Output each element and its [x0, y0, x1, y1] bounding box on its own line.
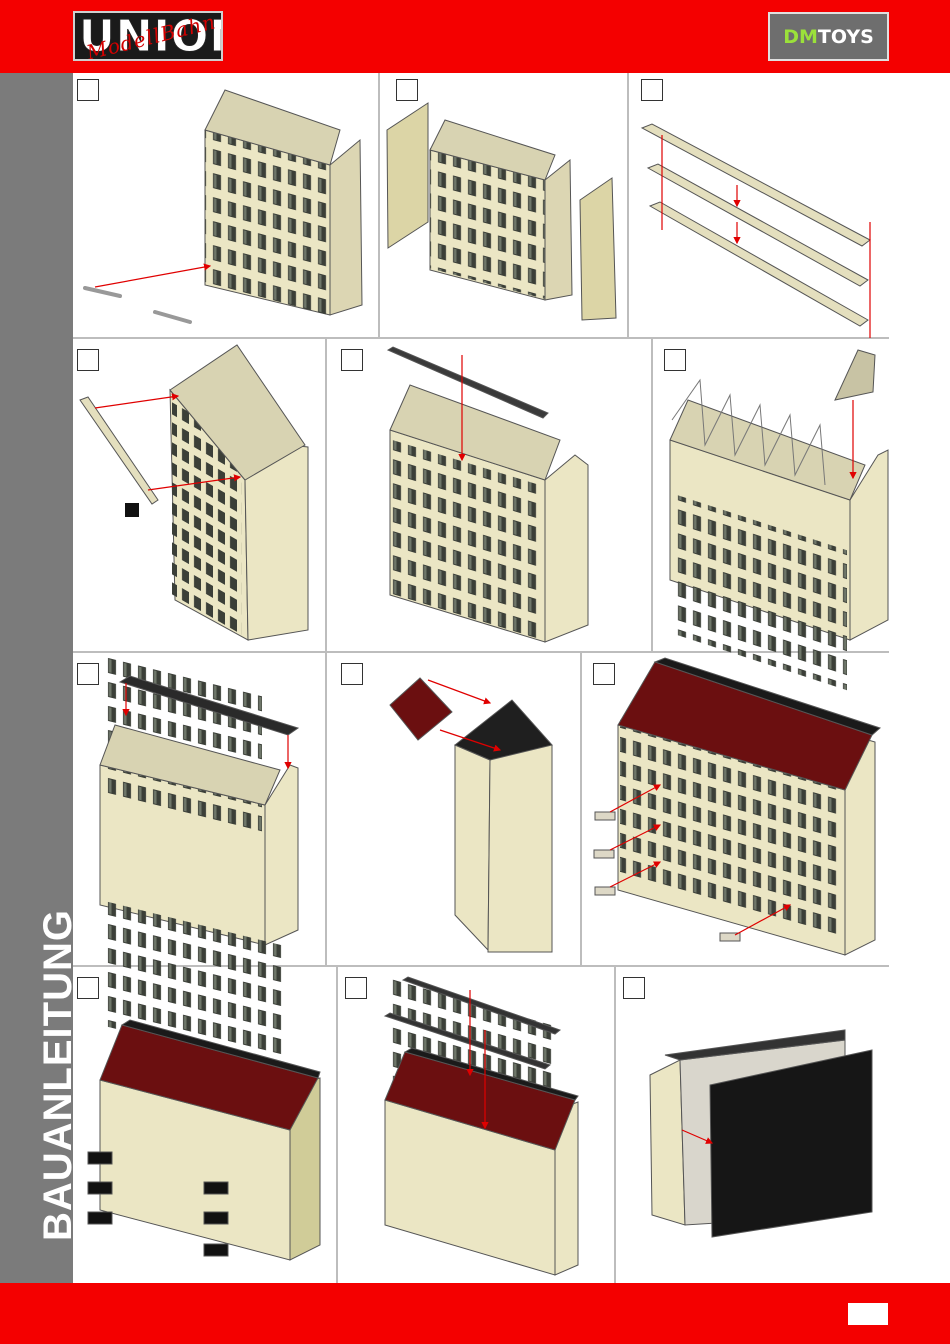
page-number-box — [848, 1303, 888, 1325]
step2-building — [387, 103, 616, 320]
step9-building — [618, 658, 880, 955]
step6-building — [670, 350, 888, 690]
footer-bar — [0, 1283, 950, 1344]
step5-building — [388, 347, 588, 646]
step8-building — [390, 678, 552, 952]
step11-building — [385, 976, 578, 1275]
step12-building — [650, 1030, 872, 1237]
step3-strips — [642, 124, 870, 326]
step4-building — [80, 345, 308, 640]
step10-building — [100, 900, 320, 1260]
step7-building — [100, 655, 298, 945]
step1-building — [205, 90, 362, 318]
